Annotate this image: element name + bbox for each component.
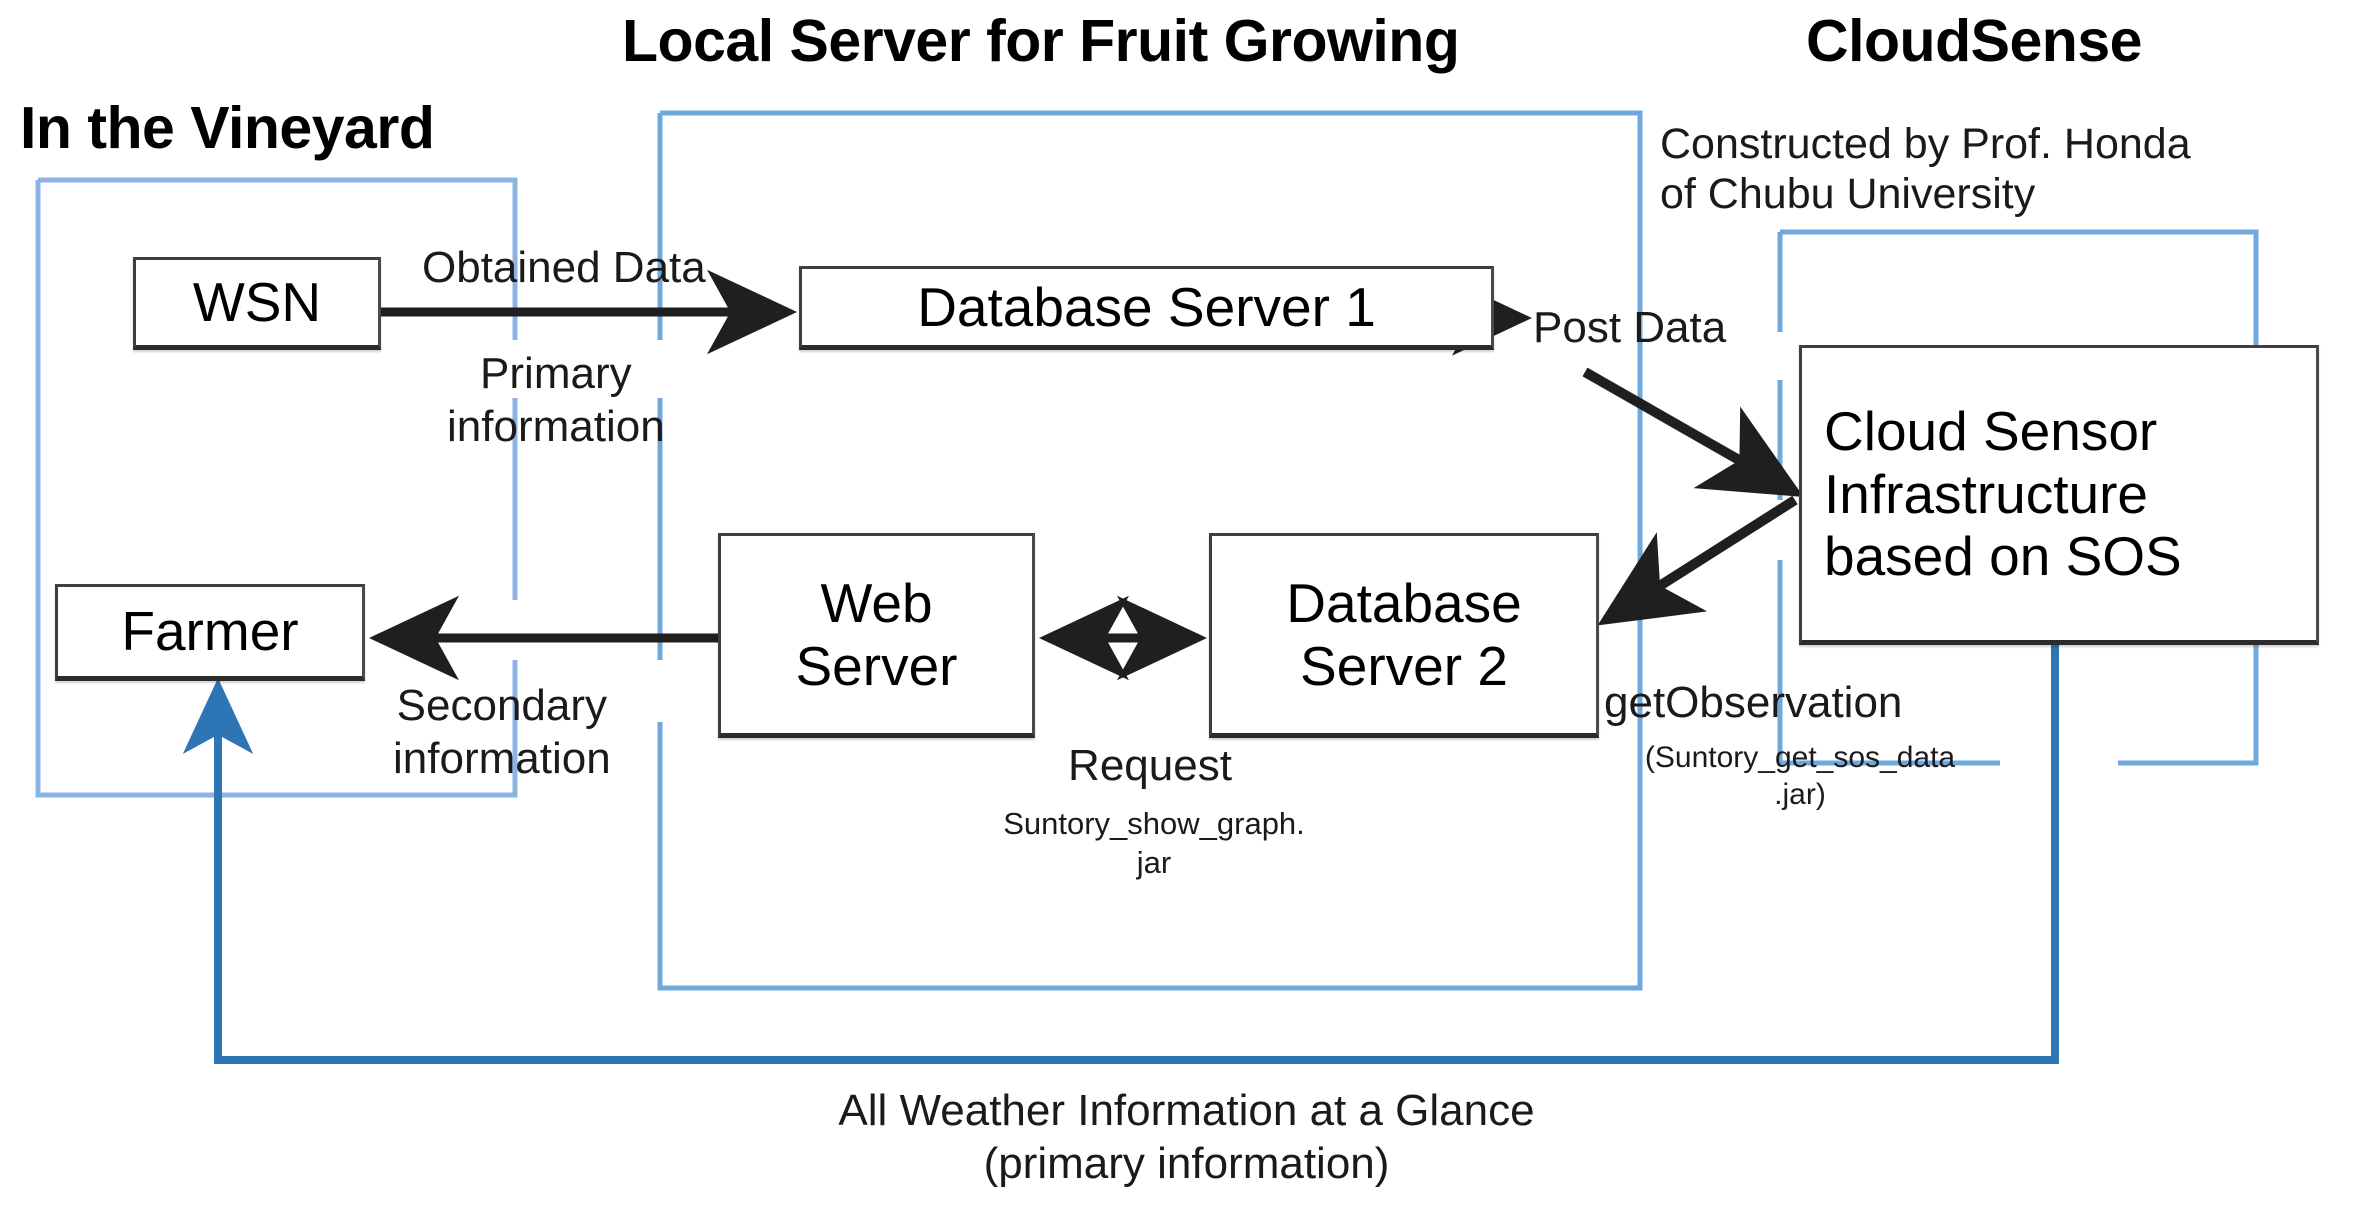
node-database-server-2-label-line1: Database <box>1286 571 1522 634</box>
node-web-server-label-line2: Server <box>795 634 958 697</box>
node-farmer[interactable]: Farmer <box>55 584 365 681</box>
cloudsense-subtitle-line2: of Chubu University <box>1660 169 2036 218</box>
node-web-server-label-line1: Web <box>820 571 933 634</box>
edge-label-get-observation: getObservation <box>1604 678 1903 727</box>
group-title-cloudsense: CloudSense <box>1806 8 2142 74</box>
caption-line1: All Weather Information at a Glance <box>838 1086 1535 1135</box>
edge-label-request-jar: Suntory_show_graph. jar <box>944 805 1364 883</box>
edge-label-secondary-line2: information <box>393 733 611 783</box>
node-database-server-1[interactable]: Database Server 1 <box>799 266 1494 350</box>
edge-label-obtained-data: Obtained Data <box>422 243 706 292</box>
cloudsense-subtitle: Constructed by Prof. Honda of Chubu Univ… <box>1660 120 2191 220</box>
edge-label-get-observation-jar-line1: (Suntory_get_sos_data <box>1644 741 1956 774</box>
edge-label-post-data: Post Data <box>1533 303 1727 352</box>
node-cloud-label-line1: Cloud Sensor <box>1824 399 2158 462</box>
node-wsn[interactable]: WSN <box>133 257 381 350</box>
edge-label-get-observation-jar: (Suntory_get_sos_data .jar) <box>1600 740 2000 813</box>
edge-label-primary-line1: Primary <box>480 349 632 398</box>
node-web-server[interactable]: Web Server <box>718 533 1035 738</box>
edge-label-request: Request <box>1068 741 1232 790</box>
edge-label-secondary-line1: Secondary <box>396 681 608 730</box>
caption-line2: (primary information) <box>983 1138 1390 1188</box>
cloudsense-subtitle-line1: Constructed by Prof. Honda <box>1660 120 2191 168</box>
edge-label-request-jar-line1: Suntory_show_graph. <box>1003 806 1305 841</box>
group-title-vineyard: In the Vineyard <box>20 95 435 161</box>
edge-label-secondary-information: Secondary information <box>393 680 611 786</box>
edge-label-request-jar-line2: jar <box>1136 844 1172 880</box>
node-database-server-1-label: Database Server 1 <box>917 275 1376 338</box>
node-wsn-label: WSN <box>192 271 322 334</box>
node-cloud-label-line3: based on SOS <box>1824 525 2182 588</box>
node-database-server-2[interactable]: Database Server 2 <box>1209 533 1599 738</box>
arrow-cloud-to-db2 <box>1597 495 1798 626</box>
edge-label-primary-line2: information <box>447 401 665 451</box>
edge-label-primary-information: Primary information <box>447 348 665 454</box>
group-title-local-server: Local Server for Fruit Growing <box>622 8 1460 74</box>
node-cloud-label-line2: Infrastructure <box>1824 462 2149 525</box>
node-database-server-2-label-line2: Server 2 <box>1300 634 1508 697</box>
node-farmer-label: Farmer <box>121 600 299 663</box>
edge-label-get-observation-jar-line2: .jar) <box>1774 777 1826 811</box>
node-cloud-sensor-infrastructure[interactable]: Cloud Sensor Infrastructure based on SOS <box>1799 345 2319 645</box>
arrow-postdata-to-cloud <box>1582 367 1804 497</box>
caption-all-weather-information: All Weather Information at a Glance (pri… <box>0 1085 2373 1191</box>
